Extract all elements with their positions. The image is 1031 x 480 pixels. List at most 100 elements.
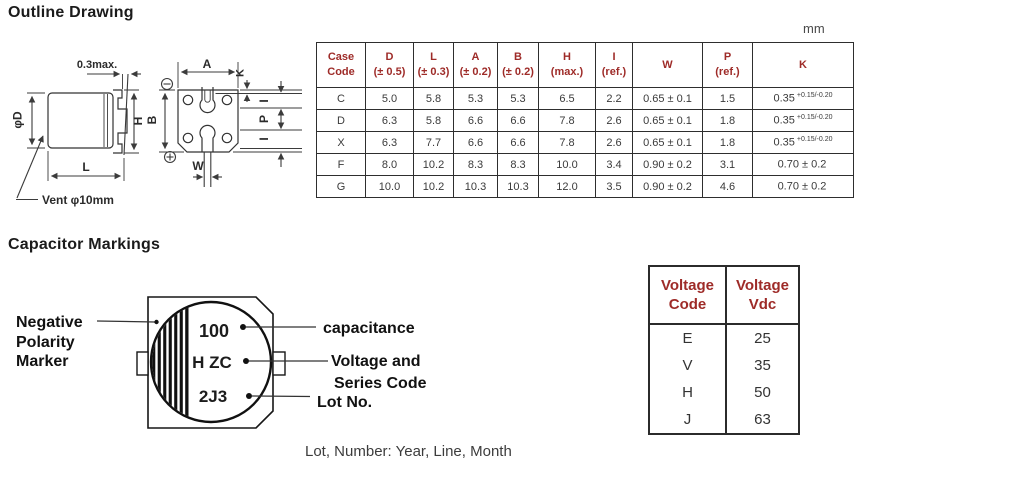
- capacitor-markings-heading: Capacitor Markings: [8, 236, 161, 253]
- phid-extension-lines: [27, 92, 45, 149]
- cell-case: D: [316, 109, 366, 132]
- lot-number-footnote: Lot, Number: Year, Line, Month: [305, 443, 512, 460]
- label-h: H: [131, 117, 145, 126]
- label-polarity: Polarity: [16, 334, 75, 351]
- cell-d: 6.3: [365, 131, 414, 154]
- cell-h: 7.8: [538, 109, 596, 132]
- cell-d: 5.0: [365, 87, 414, 110]
- cell-i: 2.2: [595, 87, 633, 110]
- capacitor-seat-side: [113, 89, 128, 154]
- label-l: L: [82, 160, 89, 174]
- cell-i: 2.6: [595, 131, 633, 154]
- cell-a: 5.3: [453, 87, 498, 110]
- cell-h: 10.0: [538, 153, 596, 176]
- callout-dot: [243, 358, 249, 364]
- side-view-drawing: 0.3max. φD H L Vent φ10mm: [11, 59, 146, 207]
- b-extension-lines: [159, 89, 184, 153]
- callout-lines-right: [245, 326, 328, 398]
- terminal-top-inner: [204, 90, 211, 103]
- h-extension-lines: [124, 89, 139, 154]
- cell-p: 4.6: [702, 175, 753, 198]
- col-header-l: L(± 0.3): [413, 42, 454, 88]
- cell-w: 0.65 ± 0.1: [632, 87, 703, 110]
- vent-leader-line: [16, 135, 44, 199]
- label-a: A: [203, 57, 212, 71]
- cell-p: 1.5: [702, 87, 753, 110]
- circled-minus-icon: [160, 77, 174, 91]
- cell-b: 10.3: [497, 175, 539, 198]
- label-marker: Marker: [16, 353, 68, 370]
- right-extension-lines: [215, 89, 302, 153]
- cell-k: 0.35+0.15/-0.20: [752, 87, 854, 110]
- cell-i: 2.6: [595, 109, 633, 132]
- cell-case: C: [316, 87, 366, 110]
- cell-a: 6.6: [453, 131, 498, 154]
- col-header-b: B(± 0.2): [497, 42, 539, 88]
- cap-marking-capacitance: 100: [199, 321, 229, 341]
- cell-a: 6.6: [453, 109, 498, 132]
- label-lot-no: Lot No.: [317, 394, 372, 411]
- cap-marking-voltage-series: H ZC: [192, 353, 232, 372]
- col-header-k: K: [752, 42, 854, 88]
- label-0-3max: 0.3max.: [77, 59, 117, 71]
- capacitor-base-top: [177, 89, 239, 153]
- cell-p: 1.8: [702, 109, 753, 132]
- label-w: W: [192, 159, 204, 173]
- capacitor-body-side: [47, 92, 114, 149]
- top-view-drawing: A B K: [145, 57, 302, 187]
- label-negative: Negative: [16, 314, 83, 331]
- cell-w: 0.90 ± 0.2: [632, 153, 703, 176]
- lead-lines: [203, 152, 212, 187]
- cell-i: 3.5: [595, 175, 633, 198]
- cell-h: 7.8: [538, 131, 596, 154]
- col-header-a: A(± 0.2): [453, 42, 498, 88]
- label-capacitance: capacitance: [323, 320, 415, 337]
- cell-b: 5.3: [497, 87, 539, 110]
- cell-a: 8.3: [453, 153, 498, 176]
- terminal-plate-line: [123, 73, 129, 156]
- label-voltage-and: Voltage and: [331, 353, 421, 370]
- voltage-code-cell: H: [650, 379, 727, 406]
- table-row: F 8.0 10.2 8.3 8.3 10.0 3.4 0.90 ± 0.2 3…: [316, 153, 854, 176]
- col-header-d: D(± 0.5): [365, 42, 414, 88]
- cell-b: 6.6: [497, 131, 539, 154]
- cell-l: 7.7: [413, 131, 454, 154]
- cell-b: 8.3: [497, 153, 539, 176]
- voltage-vdc-cell: 25: [754, 330, 771, 347]
- capacitor-base-outline: [147, 296, 274, 429]
- cell-case: G: [316, 175, 366, 198]
- negative-marker-leader-line: [96, 320, 156, 323]
- cell-b: 6.6: [497, 109, 539, 132]
- table-row: C 5.0 5.8 5.3 5.3 6.5 2.2 0.65 ± 0.1 1.5…: [316, 87, 854, 110]
- voltage-code-cell: J: [650, 406, 727, 433]
- cell-k: 0.70 ± 0.2: [752, 153, 854, 176]
- marking-figure: 100 H ZC 2J3 Negative Polarity Marker ca…: [16, 296, 427, 429]
- cell-case: X: [316, 131, 366, 154]
- cap-marking-lot: 2J3: [199, 387, 227, 406]
- col-header-h: H(max.): [538, 42, 596, 88]
- pad-hole: [221, 94, 233, 106]
- pad-hole: [182, 132, 194, 144]
- cell-d: 6.3: [365, 109, 414, 132]
- voltage-code-cell: V: [650, 352, 727, 379]
- col-header-w: W: [632, 42, 703, 88]
- callout-dot: [246, 393, 252, 399]
- cell-p: 3.1: [702, 153, 753, 176]
- callout-dot: [240, 324, 246, 330]
- cell-k: 0.35+0.15/-0.20: [752, 109, 854, 132]
- cell-p: 1.8: [702, 131, 753, 154]
- voltage-vdc-cell: 63: [754, 411, 771, 428]
- label-vent: Vent φ10mm: [42, 193, 114, 207]
- cell-l: 5.8: [413, 109, 454, 132]
- label-phi-d: φD: [11, 111, 25, 129]
- cell-case: F: [316, 153, 366, 176]
- voltage-vdc-header: Voltage Vdc: [727, 267, 798, 325]
- cell-i: 3.4: [595, 153, 633, 176]
- cell-k: 0.35+0.15/-0.20: [752, 131, 854, 154]
- crimp-lines: [103, 94, 108, 147]
- pad-hole: [221, 132, 233, 144]
